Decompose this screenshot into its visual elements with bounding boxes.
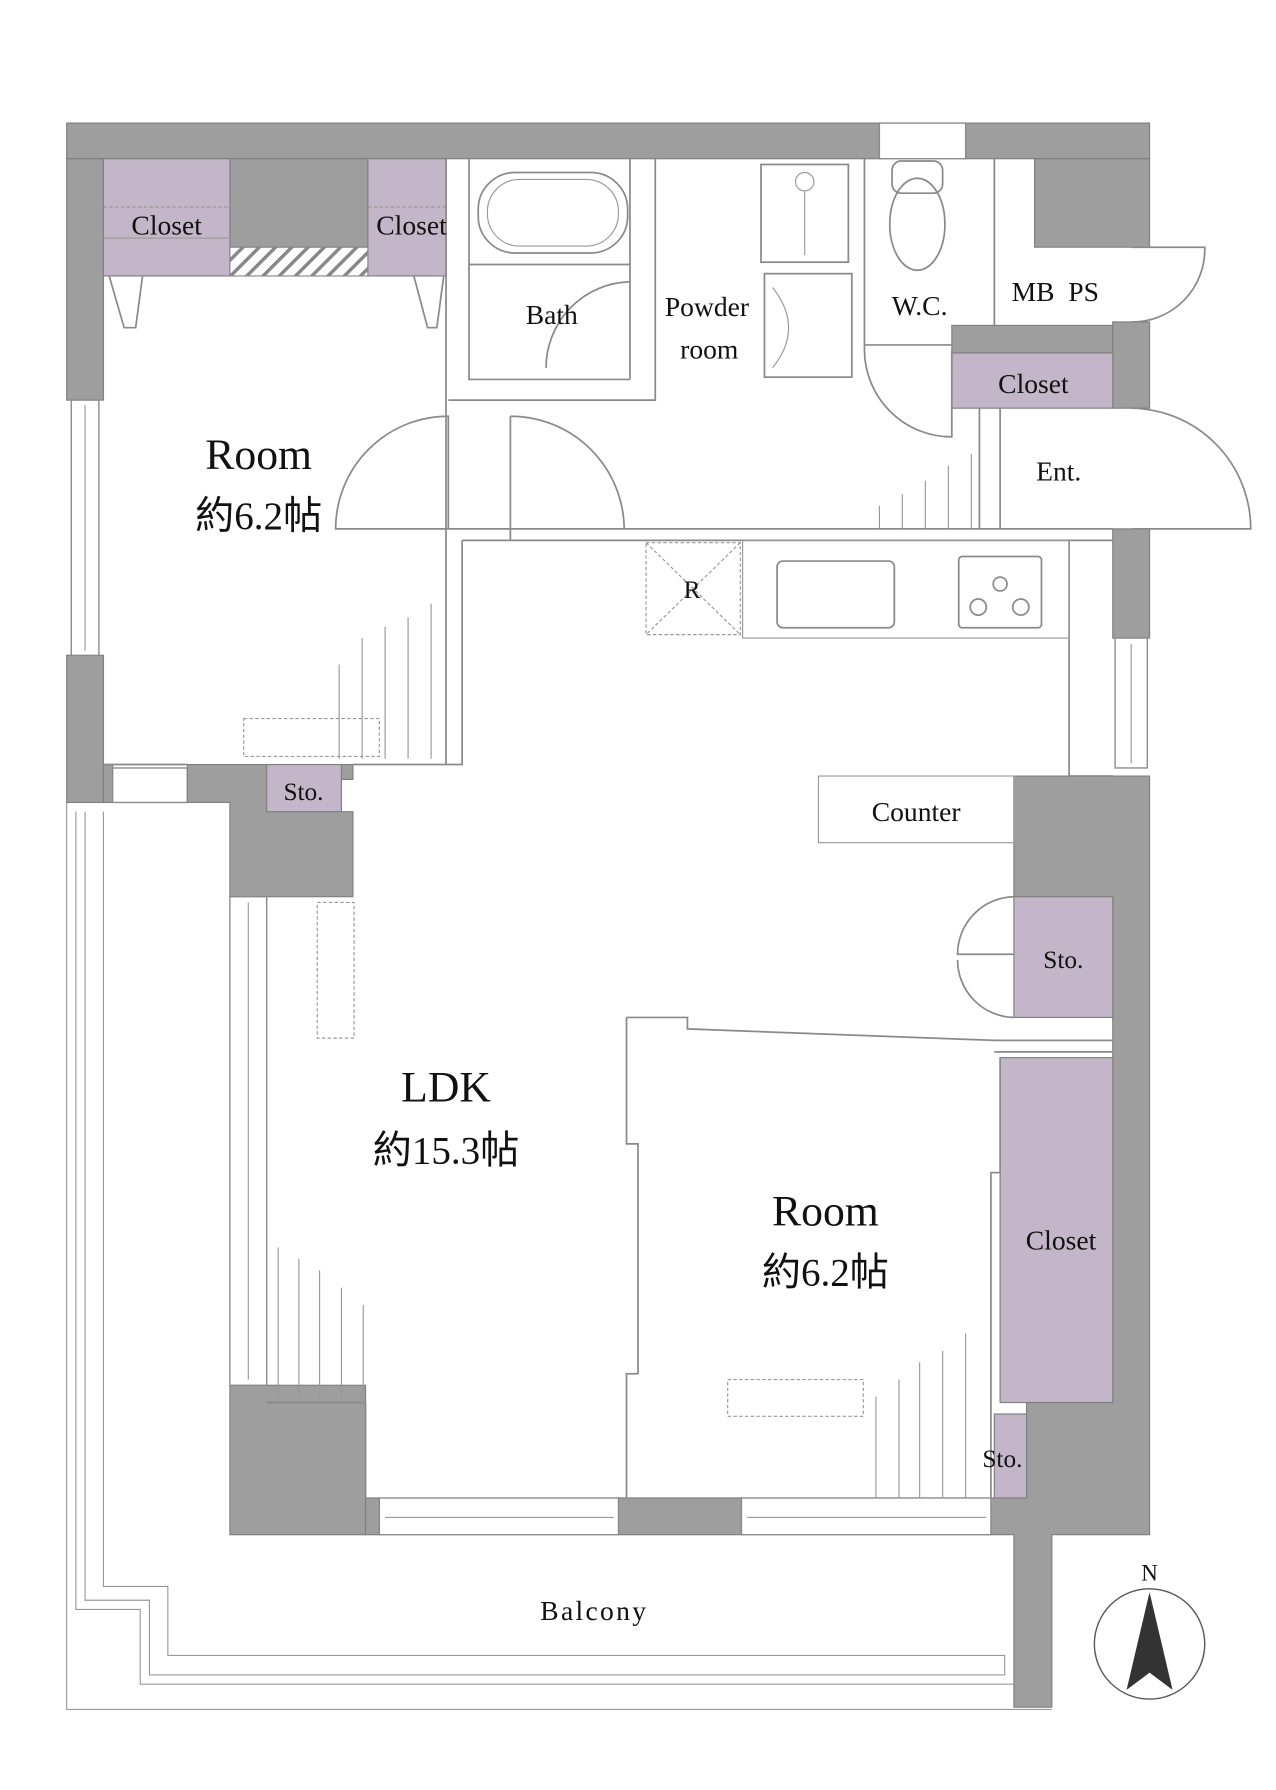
toilet-tank xyxy=(891,160,944,195)
toilet-icon xyxy=(888,177,946,272)
closet-room-label: Closet xyxy=(1026,1225,1097,1256)
refrigerator xyxy=(645,542,741,636)
room-west-size: 約6.2帖 xyxy=(195,495,322,538)
hatched-pipe-space xyxy=(229,246,369,277)
powder-room-label-1: Powder xyxy=(665,291,749,322)
closet-2-label: Closet xyxy=(376,210,447,241)
closet-room xyxy=(999,1057,1114,1404)
bathtub xyxy=(477,171,629,254)
sink xyxy=(776,560,896,629)
balcony-outline xyxy=(66,801,1052,1711)
storage-areas xyxy=(102,158,1114,1499)
counter xyxy=(817,775,1015,844)
windows xyxy=(70,399,1148,1536)
room-west-name: Room xyxy=(205,431,312,479)
closet-2 xyxy=(367,158,447,277)
counter-label: Counter xyxy=(872,796,961,827)
storage-2-label: Sto. xyxy=(1043,946,1083,974)
mb-ps-label: MB PS xyxy=(1012,276,1099,307)
north-compass-icon: N xyxy=(1093,1561,1206,1700)
closet-1 xyxy=(102,158,231,277)
room-south-size: 約6.2帖 xyxy=(762,1251,889,1294)
storage-1 xyxy=(266,763,342,813)
doors xyxy=(108,246,1252,1019)
walls xyxy=(66,122,1151,1708)
washbasin xyxy=(763,272,853,378)
closet-entry xyxy=(951,352,1114,409)
refrigerator-label: R xyxy=(684,576,701,604)
bath-label: Bath xyxy=(526,299,578,330)
room-south-name: Room xyxy=(772,1187,879,1235)
ldk-size: 約15.3帖 xyxy=(373,1129,520,1172)
north-label: N xyxy=(1141,1561,1158,1586)
storage-3 xyxy=(993,1413,1028,1499)
balcony-label: Balcony xyxy=(540,1595,648,1626)
entrance-label: Ent. xyxy=(1036,456,1081,487)
storage-2 xyxy=(1013,896,1114,1019)
shower-unit xyxy=(760,163,850,264)
powder-room-label-2: room xyxy=(680,334,739,365)
labels: Closet Closet Bath Powder room W.C. MB P… xyxy=(131,210,1099,1626)
closet-entry-label: Closet xyxy=(998,368,1069,399)
storage-1-label: Sto. xyxy=(283,778,323,806)
stove-icon xyxy=(957,555,1043,629)
storage-3-label: Sto. xyxy=(982,1445,1022,1473)
wc-label: W.C. xyxy=(892,290,948,321)
fixtures xyxy=(243,160,1070,1498)
closet-1-label: Closet xyxy=(131,210,202,241)
kitchen-counter xyxy=(742,539,1070,639)
ldk-name: LDK xyxy=(401,1063,491,1111)
